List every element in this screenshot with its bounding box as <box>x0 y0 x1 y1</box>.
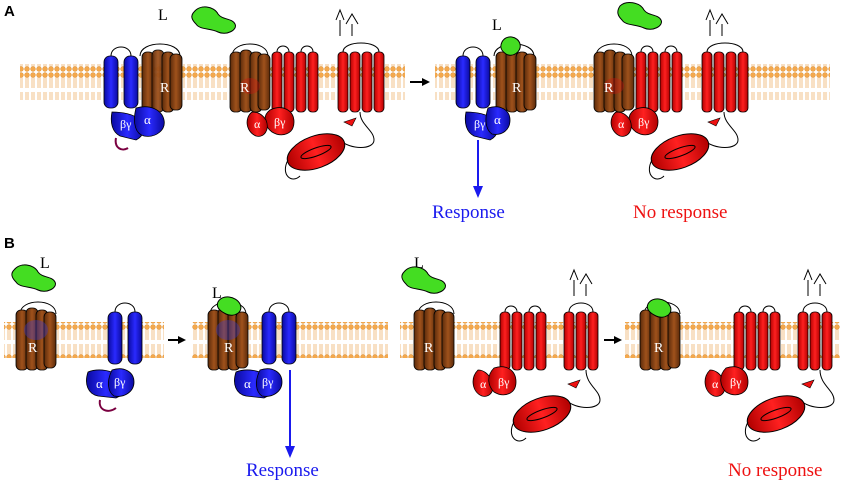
response-label: Response <box>246 460 319 481</box>
receptor-label: R <box>224 341 234 356</box>
bound-ligand-icon <box>500 36 521 56</box>
receptor-r-a-middle: R <box>229 43 271 113</box>
g-protein-blue-a-left: βγ α <box>110 106 165 151</box>
red-receptor-a-far-right <box>635 45 683 113</box>
transition-arrowhead-b1 <box>178 336 186 344</box>
receptor-r-a-left: R <box>139 43 183 113</box>
alpha-label: α <box>96 376 103 391</box>
betagamma-label: βγ <box>498 375 510 389</box>
blue-receptor-b1: α βγ <box>86 302 143 412</box>
transition-arrowhead-a <box>422 78 430 86</box>
g-protein-red-a-far-right: α βγ <box>610 107 659 137</box>
ligand-icon <box>617 2 662 30</box>
receptor-label: R <box>654 341 664 356</box>
effector-red-a-right <box>648 8 749 180</box>
betagamma-label: βγ <box>274 115 286 129</box>
alpha-label: α <box>494 112 501 127</box>
transition-arrowhead-b2 <box>614 336 622 344</box>
no-response-label: No response <box>633 202 727 223</box>
response-arrowhead-a <box>473 186 483 198</box>
betagamma-label: βγ <box>474 117 486 131</box>
g-protein-blue-a-right: βγ α <box>464 106 511 141</box>
betagamma-label: βγ <box>114 375 126 389</box>
receptor-label: R <box>512 81 522 96</box>
alpha-label: α <box>480 377 487 391</box>
response-arrowhead-b <box>285 446 295 458</box>
blue-receptor-b2: α βγ <box>234 302 297 399</box>
receptor-r-a-right: R <box>493 43 537 113</box>
alpha-label: α <box>144 112 151 127</box>
panel-a-label: A <box>4 3 15 20</box>
g-protein-red-a-middle: α βγ <box>246 107 295 137</box>
ligand-label: L <box>212 285 222 302</box>
ligand-icon <box>401 266 446 294</box>
receptor-r-b3: R <box>413 301 455 371</box>
receptor-label: R <box>160 81 170 96</box>
receptor-r-b1: R <box>15 301 57 371</box>
bound-ligand-icon <box>646 298 672 318</box>
betagamma-label: βγ <box>120 117 132 131</box>
red-receptor-a-middle <box>271 45 319 113</box>
betagamma-label: βγ <box>730 375 742 389</box>
receptor-label: R <box>604 81 614 96</box>
ligand-label: L <box>158 7 168 24</box>
receptor-r-a-far-right: R <box>593 43 635 113</box>
alpha-label: α <box>244 376 251 391</box>
effector-red-b4 <box>744 268 835 442</box>
panel-b-label: B <box>4 235 15 252</box>
blue-receptor-a-left <box>103 46 139 109</box>
ligand-label: L <box>414 255 424 272</box>
alpha-label: α <box>618 117 625 131</box>
receptor-r-b2: R <box>207 301 249 371</box>
red-receptor-b4: α βγ <box>704 305 781 397</box>
receptor-label: R <box>424 341 434 356</box>
response-label: Response <box>432 202 505 223</box>
ligand-icon <box>11 264 56 292</box>
red-receptor-b3: α βγ <box>472 305 547 397</box>
effector-red-b3 <box>510 268 601 442</box>
blue-receptor-a-right <box>455 46 491 109</box>
ligand-label: L <box>492 17 502 34</box>
receptor-label: R <box>28 341 38 356</box>
ligand-icon <box>191 6 236 34</box>
bound-ligand-icon <box>216 296 242 316</box>
no-response-label: No response <box>728 460 822 481</box>
effector-red-a-left <box>284 8 385 180</box>
alpha-label: α <box>254 117 261 131</box>
receptor-label: R <box>240 81 250 96</box>
betagamma-label: βγ <box>638 115 650 129</box>
alpha-label: α <box>712 377 719 391</box>
ligand-label: L <box>40 255 50 272</box>
betagamma-label: βγ <box>262 375 274 389</box>
